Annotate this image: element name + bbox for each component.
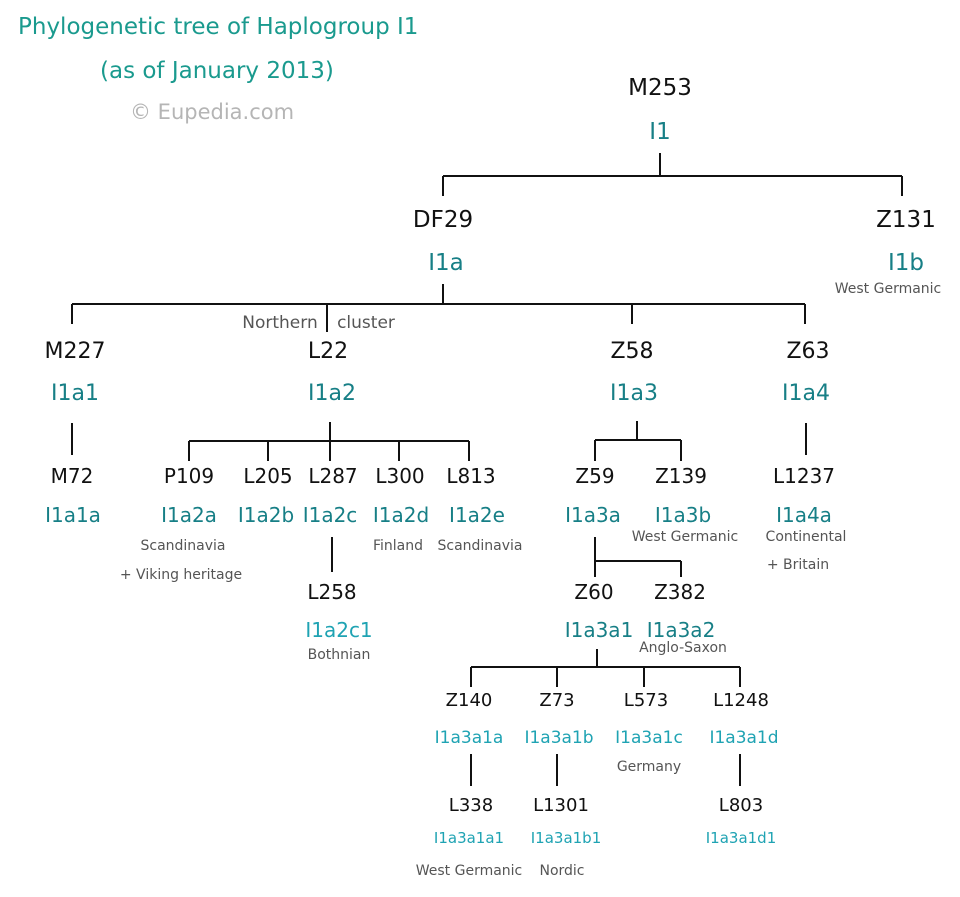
node-z58-haplogroup: I1a3: [610, 381, 658, 406]
node-z382-note: Anglo-Saxon: [639, 640, 727, 656]
node-l1237-note-2: + Britain: [766, 557, 830, 573]
node-p109-note-2: + Viking heritage: [119, 567, 243, 583]
node-l287-haplogroup: I1a2c: [302, 503, 358, 527]
node-z382-haplogroup: I1a3a2: [646, 618, 716, 642]
node-z131-snp: Z131: [876, 207, 936, 233]
node-l300-snp: L300: [375, 464, 425, 488]
node-z63-snp: Z63: [786, 339, 830, 364]
node-l258-snp: L258: [307, 580, 357, 604]
diagram-title: Phylogenetic tree of Haplogroup I1: [18, 14, 419, 40]
node-l22-haplogroup: I1a2: [308, 381, 356, 406]
node-l813-haplogroup: I1a2e: [449, 503, 505, 527]
node-l258-haplogroup: I1a2c1: [305, 618, 373, 642]
node-p109-haplogroup: I1a2a: [161, 503, 217, 527]
node-l803-snp: L803: [718, 795, 764, 816]
node-l1301-note: Nordic: [539, 863, 585, 879]
node-l338-haplogroup: I1a3a1a1: [433, 829, 505, 847]
node-z140-haplogroup: I1a3a1a: [434, 728, 504, 748]
node-l573-note: Germany: [616, 759, 682, 775]
node-l338-snp: L338: [448, 795, 494, 816]
node-df29-snp: DF29: [412, 207, 474, 233]
node-z139-note: West Germanic: [631, 529, 739, 545]
node-m253-haplogroup: I1: [649, 119, 671, 145]
node-m227-snp: M227: [44, 339, 106, 364]
node-z63-haplogroup: I1a4: [782, 381, 830, 406]
node-l300-note: Finland: [372, 538, 424, 554]
node-m253-snp: M253: [628, 75, 692, 101]
node-l1248-haplogroup: I1a3a1d: [709, 728, 779, 748]
node-z139-haplogroup: I1a3b: [654, 503, 712, 527]
node-z73-haplogroup: I1a3a1b: [524, 728, 594, 748]
node-df29-haplogroup: I1a: [428, 250, 464, 276]
node-z140-snp: Z140: [445, 690, 493, 711]
cluster-label-right: cluster: [337, 313, 395, 333]
node-z60-haplogroup: I1a3a1: [564, 618, 634, 642]
node-z58-snp: Z58: [610, 339, 654, 364]
copyright-text: © Eupedia.com: [130, 100, 295, 124]
node-l205-snp: L205: [243, 464, 293, 488]
node-z131-note: West Germanic: [834, 281, 942, 297]
node-p109-note: Scandinavia: [140, 538, 226, 554]
node-l338-note: West Germanic: [415, 863, 523, 879]
diagram-subtitle: (as of January 2013): [100, 58, 334, 84]
node-z131-haplogroup: I1b: [887, 250, 925, 276]
node-z59-haplogroup: I1a3a: [565, 503, 621, 527]
node-l1301-snp: L1301: [533, 795, 589, 816]
node-l287-snp: L287: [308, 464, 358, 488]
node-l1237-haplogroup: I1a4a: [776, 503, 832, 527]
node-l1237-note: Continental: [765, 529, 847, 545]
node-l813-snp: L813: [446, 464, 496, 488]
node-z60-snp: Z60: [574, 580, 614, 604]
node-p109-snp: P109: [163, 464, 215, 488]
node-l813-note: Scandinavia: [437, 538, 523, 554]
node-l1237-snp: L1237: [772, 464, 836, 488]
node-z59-snp: Z59: [575, 464, 615, 488]
node-l573-haplogroup: I1a3a1c: [615, 728, 683, 748]
node-z73-snp: Z73: [539, 690, 575, 711]
node-l1301-haplogroup: I1a3a1b1: [530, 829, 602, 847]
node-l1248-snp: L1248: [713, 690, 769, 711]
node-l300-haplogroup: I1a2d: [372, 503, 430, 527]
node-z139-snp: Z139: [655, 464, 707, 488]
node-m72-snp: M72: [50, 464, 94, 488]
node-l205-haplogroup: I1a2b: [237, 503, 295, 527]
node-m227-haplogroup: I1a1: [51, 381, 99, 406]
node-l803-haplogroup: I1a3a1d1: [705, 829, 777, 847]
node-l258-note: Bothnian: [307, 647, 371, 663]
node-l573-snp: L573: [623, 690, 669, 711]
node-m72-haplogroup: I1a1a: [45, 503, 101, 527]
node-z382-snp: Z382: [654, 580, 706, 604]
cluster-label-left: Northern: [242, 313, 318, 333]
node-l22-snp: L22: [307, 339, 349, 364]
